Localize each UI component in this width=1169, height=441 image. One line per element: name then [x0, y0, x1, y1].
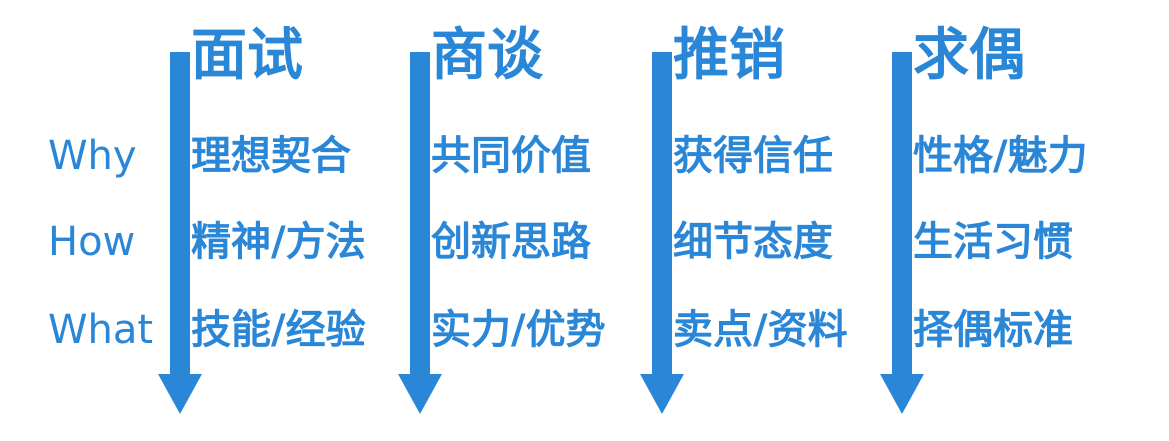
- column-title: 推销: [673, 23, 785, 88]
- column-negotiation: 商谈 共同价值 创新思路 实力/优势: [398, 0, 638, 441]
- cell-why: 性格/魅力: [913, 133, 1088, 179]
- column-title: 面试: [191, 23, 303, 88]
- cell-how: 生活习惯: [913, 219, 1073, 265]
- cell-how: 精神/方法: [191, 219, 366, 265]
- column-courtship: 求偶 性格/魅力 生活习惯 择偶标准: [880, 0, 1120, 441]
- cell-why: 理想契合: [191, 133, 351, 179]
- row-label-why: Why: [48, 133, 137, 179]
- column-sales: 推销 获得信任 细节态度 卖点/资料: [640, 0, 880, 441]
- column-title: 商谈: [431, 23, 543, 88]
- cell-what: 技能/经验: [191, 307, 366, 353]
- down-arrow-icon: [640, 52, 684, 414]
- down-arrow-icon: [158, 52, 202, 414]
- down-arrow-icon: [398, 52, 442, 414]
- row-label-how: How: [48, 219, 136, 265]
- cell-how: 细节态度: [673, 219, 833, 265]
- cell-why: 共同价值: [431, 133, 591, 179]
- cell-what: 择偶标准: [913, 307, 1073, 353]
- column-title: 求偶: [913, 23, 1025, 88]
- row-label-what: What: [48, 307, 154, 353]
- down-arrow-icon: [880, 52, 924, 414]
- cell-what: 实力/优势: [431, 307, 606, 353]
- cell-how: 创新思路: [431, 219, 591, 265]
- column-interview: 面试 理想契合 精神/方法 技能/经验: [158, 0, 398, 441]
- cell-what: 卖点/资料: [673, 307, 848, 353]
- cell-why: 获得信任: [673, 133, 833, 179]
